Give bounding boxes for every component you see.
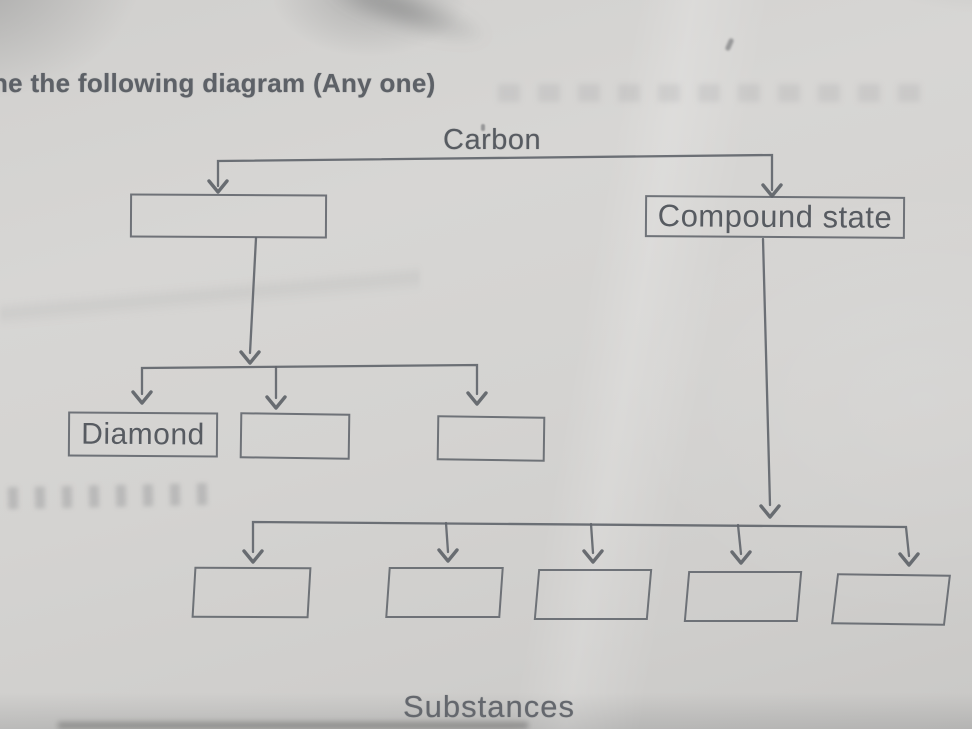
arrow-down-icon <box>898 552 920 567</box>
arrow-down-icon <box>730 550 752 565</box>
connector-line <box>761 237 772 507</box>
connector-compound-to-level3 <box>242 237 920 567</box>
blank-box-free-state <box>129 193 328 239</box>
node-compound-state-box: Compound state <box>644 195 906 239</box>
arrow-down-icon <box>207 179 229 194</box>
arrow-down-icon <box>759 504 781 519</box>
connector-line <box>444 521 450 554</box>
blank-box-substance-1 <box>191 566 312 619</box>
node-diamond-box: Diamond <box>67 411 219 458</box>
connector-line <box>216 153 774 192</box>
blank-box-substance-4 <box>683 571 803 622</box>
connector-line <box>140 363 479 396</box>
blank-box-level2-right <box>436 415 546 462</box>
arrow-down-icon <box>265 395 287 410</box>
connector-carbon-to-level1 <box>207 153 783 198</box>
node-carbon-label: Carbon <box>443 124 542 156</box>
arrow-down-icon <box>131 390 153 405</box>
arrow-down-icon <box>437 548 459 563</box>
arrow-down-icon <box>239 350 261 365</box>
arrow-down-icon <box>761 183 783 198</box>
paper-speck <box>481 124 485 131</box>
connector-line <box>251 520 911 558</box>
blank-box-substance-2 <box>385 567 504 618</box>
substances-caption: Substances <box>403 689 575 724</box>
arrow-down-icon <box>242 549 264 564</box>
blank-box-substance-3 <box>533 569 653 620</box>
paper-crease <box>0 250 420 340</box>
arrow-down-icon <box>582 549 604 564</box>
arrow-down-icon <box>466 391 488 406</box>
paper-edge-shadow <box>58 722 528 729</box>
connector-line <box>589 522 595 555</box>
blank-box-substance-5 <box>831 573 951 626</box>
blank-box-level2-middle <box>239 412 351 460</box>
question-instruction-text: ne the following diagram (Any one) <box>0 68 436 98</box>
ink-bleed-through <box>498 84 938 102</box>
connector-line <box>736 523 743 556</box>
connector-freestate-to-level2 <box>131 236 488 410</box>
connector-line <box>248 236 258 355</box>
